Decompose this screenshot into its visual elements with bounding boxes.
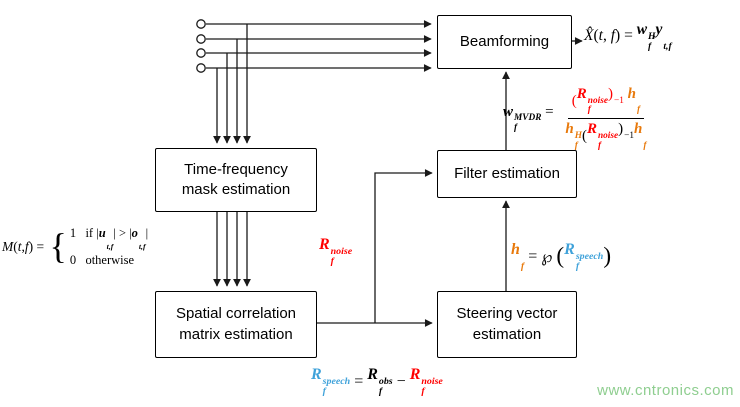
filter-estimation-label: Filter estimation <box>454 164 560 182</box>
steering-vector-label: Steering vector estimation <box>456 305 558 343</box>
beamforming-label: Beamforming <box>459 32 550 50</box>
mic-icon-2 <box>196 34 206 44</box>
beamforming-box: Beamforming <box>437 15 572 69</box>
mic-icon-4 <box>196 63 206 73</box>
steering-vector-box: Steering vector estimation <box>437 291 577 358</box>
signal-arrows <box>206 20 583 327</box>
mask-case-1: 1 if |u t,f| > |o t,f| <box>69 226 149 251</box>
mask-lhs: M(t,f) = <box>2 238 48 254</box>
mask-case-2: 0 otherwise <box>69 253 135 268</box>
mask-cases: 1 if |u t,f| > |o t,f| 0 otherwise <box>70 224 148 269</box>
time-frequency-mask-label: Time-frequency mask estimation <box>181 160 291 198</box>
mic-icon-1 <box>196 19 206 29</box>
mic-array <box>196 19 206 73</box>
spatial-to-filter <box>374 169 433 323</box>
filter-estimation-box: Filter estimation <box>437 150 577 198</box>
mask-definition-formula: M(t,f) = { 1 if |u t,f| > |o t,f| 0 othe… <box>2 224 148 269</box>
cases-brace: { <box>49 226 67 267</box>
spatial-correlation-box: Spatial correlation matrix estimation <box>155 291 317 358</box>
time-frequency-mask-box: Time-frequency mask estimation <box>155 148 317 212</box>
mic-icon-3 <box>196 48 206 58</box>
watermark-text: www.cntronics.com <box>597 382 734 399</box>
spatial-correlation-label: Spatial correlation matrix estimation <box>175 305 297 343</box>
